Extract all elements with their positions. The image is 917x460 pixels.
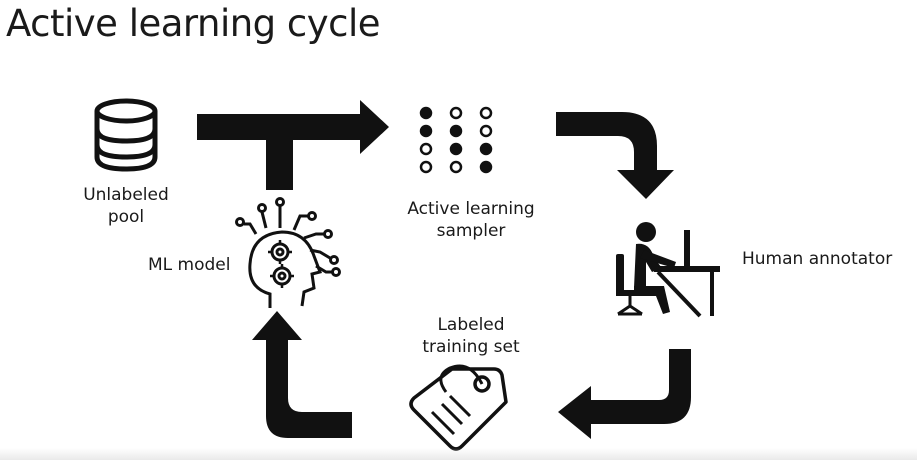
bottom-edge xyxy=(0,448,917,460)
sampler-label: Active learning sampler xyxy=(396,198,546,242)
labeled-set-label-line1: Labeled xyxy=(437,315,505,335)
arrow-to-sampler xyxy=(197,100,389,190)
arrow-to-annotator xyxy=(556,112,674,199)
ml-model-label: ML model xyxy=(148,255,231,275)
unlabeled-pool-label-line1: Unlabeled xyxy=(83,185,169,205)
sampler-label-line2: sampler xyxy=(436,221,506,241)
human-annotator-label: Human annotator xyxy=(742,249,893,269)
database-icon xyxy=(94,98,158,172)
arrow-to-ml-model xyxy=(252,311,352,438)
sampler-label-line1: Active learning xyxy=(407,199,535,219)
person-at-desk-icon xyxy=(616,222,720,318)
arrows xyxy=(197,100,691,439)
unlabeled-pool-label-line2: pool xyxy=(107,207,145,227)
dot-grid-icon xyxy=(419,106,493,174)
unlabeled-pool-label: Unlabeled pool xyxy=(66,184,186,228)
tag-icon xyxy=(409,364,508,451)
ai-head-icon xyxy=(235,197,341,308)
page-title: Active learning cycle xyxy=(6,2,381,45)
labeled-set-label-line2: training set xyxy=(422,337,520,357)
labeled-set-label: Labeled training set xyxy=(408,314,534,358)
arrow-to-labeled-set xyxy=(558,349,691,439)
